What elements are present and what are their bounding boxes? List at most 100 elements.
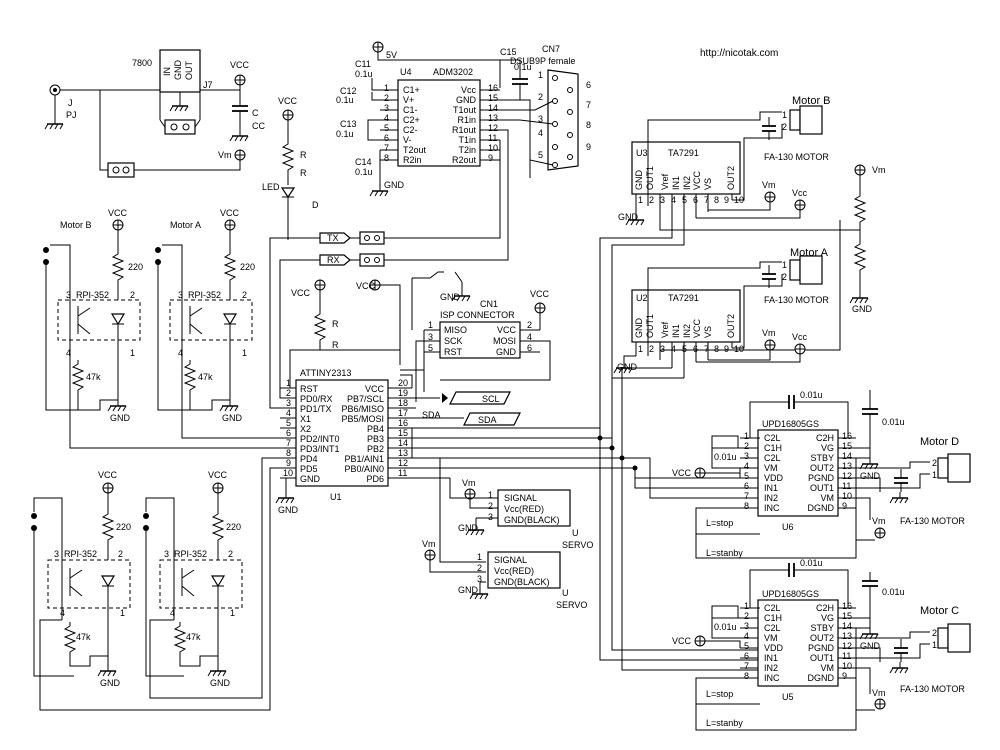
cap-value: 0.01u [800, 558, 823, 568]
mcu-pin-num: 11 [398, 468, 407, 478]
upd-pin-num: 14 [842, 451, 852, 461]
upd-pin: OUT2 [810, 463, 834, 473]
adm-pin-num: 13 [488, 113, 498, 123]
sensor-pin: 2 [130, 290, 135, 300]
reg-pin-gnd: GND [173, 60, 183, 81]
r220-label: 220 [240, 262, 255, 272]
sensor-pin: 1 [120, 608, 125, 618]
gnd-label: GND [852, 304, 873, 314]
isp-ref: CN1 [480, 299, 498, 309]
mcu-pin-num: 18 [398, 398, 408, 408]
jack-label-pj: PJ [66, 110, 77, 120]
site-url: http://nicotak.com [700, 48, 778, 59]
ta-ref: U3 [636, 148, 648, 158]
ta-pin-num: 8 [714, 344, 719, 354]
vm-label: Vm [872, 165, 886, 175]
mcu-pin: PB7/SCL [347, 394, 384, 404]
upd-pin: C2L [764, 603, 781, 613]
dsub-ref: CN7 [542, 44, 560, 54]
r220-label: 220 [226, 522, 241, 532]
mcu-pin-num: 5 [286, 418, 291, 428]
dsub9-connector: CN7 DSUB9P female 1 2 3 4 5 6 7 8 9 [500, 44, 591, 178]
r-label: R [332, 319, 339, 329]
sensor-pin: 4 [60, 608, 65, 618]
fa130-label: FA-130 MOTOR [764, 152, 829, 162]
servo-pin-num: 2 [488, 501, 493, 511]
gnd-label: GND [384, 180, 405, 190]
mcu-pin-num: 9 [286, 458, 291, 468]
cap-value: 0.1u [336, 129, 354, 139]
sda-label: SDA [478, 415, 497, 425]
adm-pin: C2+ [403, 115, 420, 125]
servo-pin-num: 2 [477, 563, 482, 573]
servo-pin: SIGNAL [494, 555, 527, 565]
gnd-label: GND [617, 362, 638, 372]
upd-pin: PGND [808, 643, 835, 653]
upd-pin: OUT2 [810, 633, 834, 643]
mcu-pin-num: 19 [398, 388, 408, 398]
isp-pin-num: 2 [527, 320, 532, 330]
upd-name: UPD16805GS [762, 589, 819, 599]
ta-pin-num: 9 [724, 344, 729, 354]
r47k-label: 47k [76, 632, 91, 642]
j7-label: J7 [203, 80, 213, 90]
ta-pin: VS [703, 326, 713, 338]
ta-pin-num: 2 [649, 195, 654, 205]
sensor-name: RPI-352 [76, 290, 109, 300]
vcc-label: VCC [672, 468, 692, 478]
ta-pin: Vref [660, 173, 670, 190]
adm-pin-num: 1 [384, 83, 389, 93]
ta7291-u3: U3 TA7291 GND OUT1 Vref IN1 IN2 VCC VS O… [618, 95, 840, 230]
mcu-pin: PB4 [367, 424, 384, 434]
r-label: R [300, 150, 307, 160]
motor-pin: 2 [782, 272, 787, 282]
motor-pin: 1 [782, 110, 787, 120]
fa130-label: FA-130 MOTOR [764, 295, 829, 305]
fa130-label: FA-130 MOTOR [900, 684, 965, 694]
upd-pin: VM [821, 493, 835, 503]
isp-pin: SCK [444, 336, 463, 346]
adm-pin: R2out [452, 155, 477, 165]
upd-pin: VM [764, 463, 778, 473]
isp-pin: VCC [497, 325, 517, 335]
motor-pin: 1 [932, 640, 937, 650]
gnd-label: GND [440, 292, 461, 302]
upd-pin-num: 13 [842, 461, 852, 471]
cap-value: 0.1u [355, 69, 373, 79]
ta-pin-num: 8 [714, 195, 719, 205]
vcc-label: VCC [356, 281, 376, 291]
ta-pin-num: 1 [638, 344, 643, 354]
upd-ref: U5 [782, 692, 794, 702]
vcc-small-label: Vcc [792, 188, 808, 198]
dsub-pin-num: 4 [538, 128, 543, 138]
vm-label: Vm [218, 150, 232, 160]
upd-pin-num: 10 [842, 661, 852, 671]
sensor-pin: 2 [242, 290, 247, 300]
upd-pin: VDD [764, 643, 784, 653]
upd-pin-num: 9 [842, 501, 847, 511]
vcc-label: VCC [530, 289, 550, 299]
vm-label: Vm [422, 539, 436, 549]
servo-1: Vm GND SIGNAL Vcc(RED) GND(BLACK) 1 2 3 … [450, 478, 593, 550]
gnd-label: GND [278, 505, 299, 515]
motor-pin: 1 [932, 470, 937, 480]
ta-name: TA7291 [668, 148, 699, 158]
upd-pin: STBY [810, 453, 834, 463]
mcu-pin: PD6 [366, 474, 384, 484]
vcc-label: VCC [278, 96, 298, 106]
ta-pin: GND [634, 170, 644, 191]
mcu-pin-num: 8 [286, 448, 291, 458]
vm-label: Vm [762, 328, 776, 338]
cap-c13: C13 [340, 119, 357, 129]
upd-pin-num: 2 [744, 441, 749, 451]
mcu-pin-num: 1 [286, 378, 291, 388]
isp-pin: RST [444, 347, 463, 357]
mcu-pin: PD3/INT1 [300, 444, 340, 454]
upd-pin: IN2 [764, 663, 778, 673]
adm-name: ADM3202 [433, 67, 473, 77]
cap-value: 0.1u [336, 95, 354, 105]
adm-pin-num: 12 [488, 123, 498, 133]
mcu-pin: PB2 [367, 444, 384, 454]
upd-pin: VM [821, 663, 835, 673]
upd-pin: C1H [764, 443, 782, 453]
